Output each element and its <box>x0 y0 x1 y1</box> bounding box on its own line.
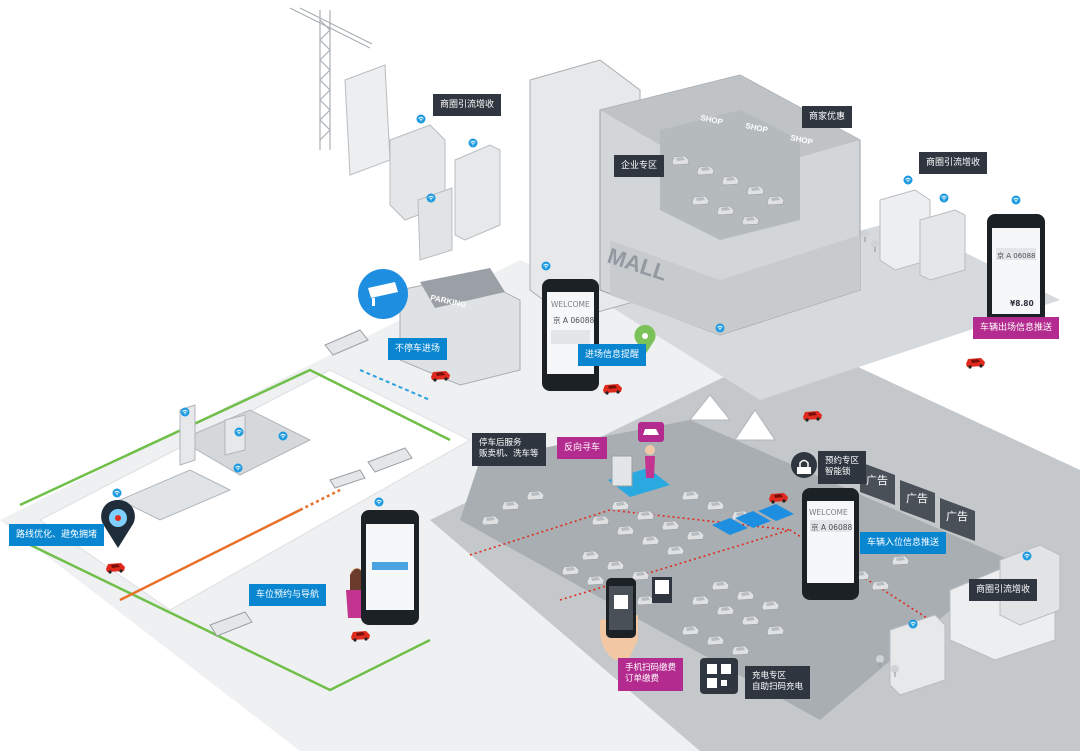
ad-2: 广告 <box>906 492 928 505</box>
route-lines <box>19 368 451 692</box>
phone-3-plate: 京 A 06088 <box>811 522 852 532</box>
after-service-line1: 停车后服务 <box>479 438 522 448</box>
wifi-icon <box>468 138 478 148</box>
qr-icon <box>700 658 738 694</box>
callout-after-service: 停车后服务 贩卖机、洗车等 <box>472 433 546 466</box>
wifi-icon <box>1022 551 1032 561</box>
cctv-icon <box>358 269 408 319</box>
phone-4 <box>361 510 419 625</box>
phone-2-fee: ¥8.80 <box>1010 299 1034 308</box>
wifi-icon <box>416 114 426 124</box>
callout-reserved: 预约专区 智能锁 <box>818 451 867 484</box>
ad-1: 广告 <box>866 474 888 487</box>
wifi-icon <box>541 261 551 271</box>
scan-pay-line1: 手机扫码缴费 <box>625 663 677 673</box>
wifi-icon <box>180 407 190 417</box>
callout-exit-push: 车辆出场信息推送 <box>973 317 1060 340</box>
wifi-icon <box>908 619 918 629</box>
reserved-line1: 预约专区 <box>825 456 860 466</box>
wifi-icon <box>1011 195 1021 205</box>
callout-business-traffic-2: 商圈引流增收 <box>919 152 988 175</box>
reserved-line2: 智能锁 <box>825 467 851 478</box>
callout-enterprise-zone: 企业专区 <box>614 155 665 178</box>
reserved-slots <box>712 504 794 535</box>
wifi-icon <box>233 463 243 473</box>
wifi-icon <box>715 323 725 333</box>
lock-icon <box>791 452 817 478</box>
tents <box>688 394 776 441</box>
phone-1-plate: 京 A 06088 <box>553 315 594 325</box>
phone-1: WELCOME 京 A 06088 <box>542 279 599 391</box>
car-icon <box>638 422 664 442</box>
callout-business-traffic-1: 商圈引流增收 <box>433 94 502 117</box>
qr-stand <box>652 577 672 603</box>
phone-1-welcome: WELCOME <box>551 300 590 309</box>
wifi-icon <box>374 497 384 507</box>
callout-entry-info: 进场信息提醒 <box>578 344 647 367</box>
phone-2-plate: 京 A 06088 <box>997 251 1036 260</box>
charging-line2: 自助扫码充电 <box>752 682 804 693</box>
crane <box>289 7 373 150</box>
ad-3: 广告 <box>946 510 968 523</box>
scan-pay-line2: 订单缴费 <box>625 674 660 685</box>
callout-business-traffic-3: 商圈引流增收 <box>969 579 1038 602</box>
mall-building: MALL SHOP SHOP SHOP <box>529 59 861 336</box>
phone-3: WELCOME 京 A 06088 <box>802 488 859 600</box>
wifi-icon <box>112 488 122 498</box>
wifi-icon <box>939 193 949 203</box>
wifi-icon <box>903 175 913 185</box>
vehicles-misc <box>209 329 413 637</box>
phone-2: 京 A 06088 ¥8.80 <box>987 214 1045 329</box>
callout-entry-push: 车辆入位信息推送 <box>860 532 947 555</box>
callout-no-stop-entry: 不停车进场 <box>388 338 448 361</box>
callout-merchant-discount: 商家优惠 <box>802 106 853 129</box>
reverse-find-kiosk <box>608 455 670 497</box>
callout-charging: 充电专区 自助扫码充电 <box>745 666 811 699</box>
person-kiosk <box>645 445 655 478</box>
callout-reserve-nav: 车位预约与导航 <box>249 584 327 607</box>
wifi-icon <box>426 193 436 203</box>
phone-3-welcome: WELCOME <box>809 508 848 517</box>
industrial-area <box>118 404 312 521</box>
callout-scan-pay: 手机扫码缴费 订单缴费 <box>618 658 684 691</box>
callout-route-opt: 路线优化、避免拥堵 <box>9 524 105 547</box>
phone-5 <box>606 578 636 638</box>
callout-reverse-find: 反向寻车 <box>557 437 608 460</box>
ad-billboards: 广告 广告 广告 <box>860 462 975 541</box>
charging-line1: 充电专区 <box>752 671 787 681</box>
wifi-icon <box>278 431 288 441</box>
map-pin-icon-2 <box>634 325 656 355</box>
after-service-line2: 贩卖机、洗车等 <box>479 449 539 460</box>
map-pin-icon <box>101 500 135 548</box>
wifi-icon <box>234 427 244 437</box>
